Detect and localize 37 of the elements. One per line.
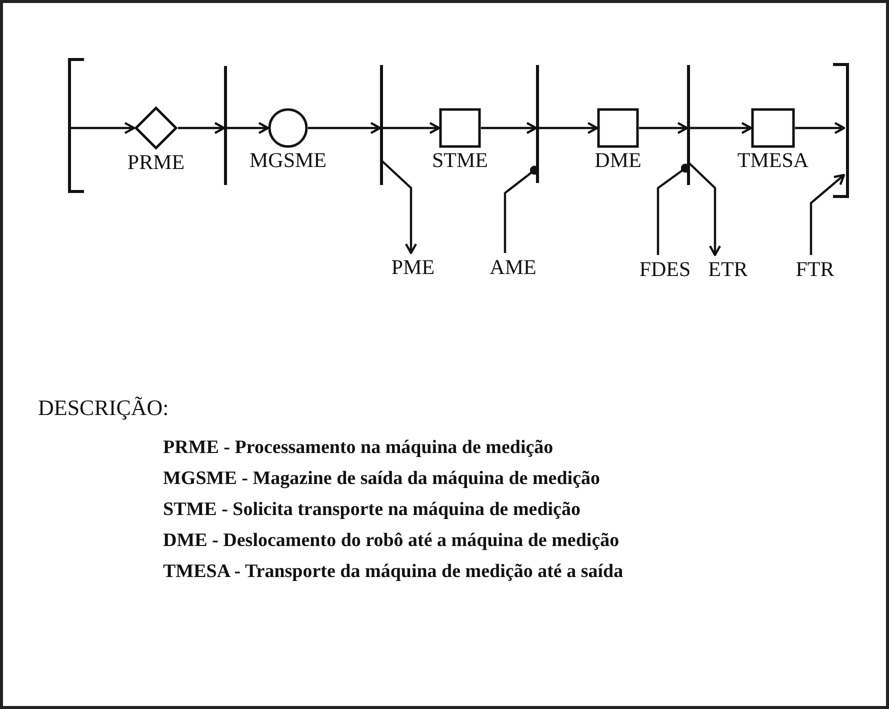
arrow: [639, 122, 688, 134]
description-heading: DESCRIÇÃO:: [38, 395, 169, 421]
arrow: [382, 122, 440, 134]
boundary-bracket: [833, 63, 849, 198]
description-line: PRME - Processamento na máquina de medição: [163, 437, 554, 459]
arrow: [178, 122, 226, 134]
arrow: [481, 122, 538, 134]
node-label: FDES: [639, 257, 691, 281]
node-label: PME: [391, 255, 435, 279]
arrow: [688, 162, 722, 256]
arrow: [308, 122, 382, 134]
node-label: FTR: [796, 257, 834, 281]
description-line: MGSME - Magazine de saída da máquina de medição: [163, 468, 600, 490]
node-label: PRME: [127, 150, 185, 174]
arrow: [689, 122, 752, 134]
description-line: DME - Deslocamento do robô até a máquina de medição: [163, 530, 620, 552]
arrow: [795, 122, 846, 134]
arrow: [538, 122, 598, 134]
transition-bar: [224, 66, 227, 185]
inhibitor-arc: [504, 166, 539, 253]
node-label: STME: [432, 148, 488, 172]
node-label: DME: [594, 148, 642, 172]
node-label: TMESA: [737, 148, 809, 172]
arrow: [810, 174, 846, 255]
node-label: MGSME: [249, 148, 327, 172]
transition-bar: [687, 65, 690, 185]
arrow: [70, 122, 136, 134]
arrow: [381, 160, 418, 254]
description-line: STME - Solicita transporte na máquina de medição: [163, 499, 580, 521]
transition-bar: [380, 65, 383, 185]
node-label: AME: [490, 255, 536, 279]
inhibitor-arc: [656, 164, 690, 255]
arrow: [226, 122, 270, 134]
node-label: ETR: [708, 257, 748, 281]
boundary-bracket: [68, 58, 84, 193]
description-line: TMESA - Transporte da máquina de medição até a saída: [163, 561, 624, 583]
transition-bar: [536, 65, 539, 183]
